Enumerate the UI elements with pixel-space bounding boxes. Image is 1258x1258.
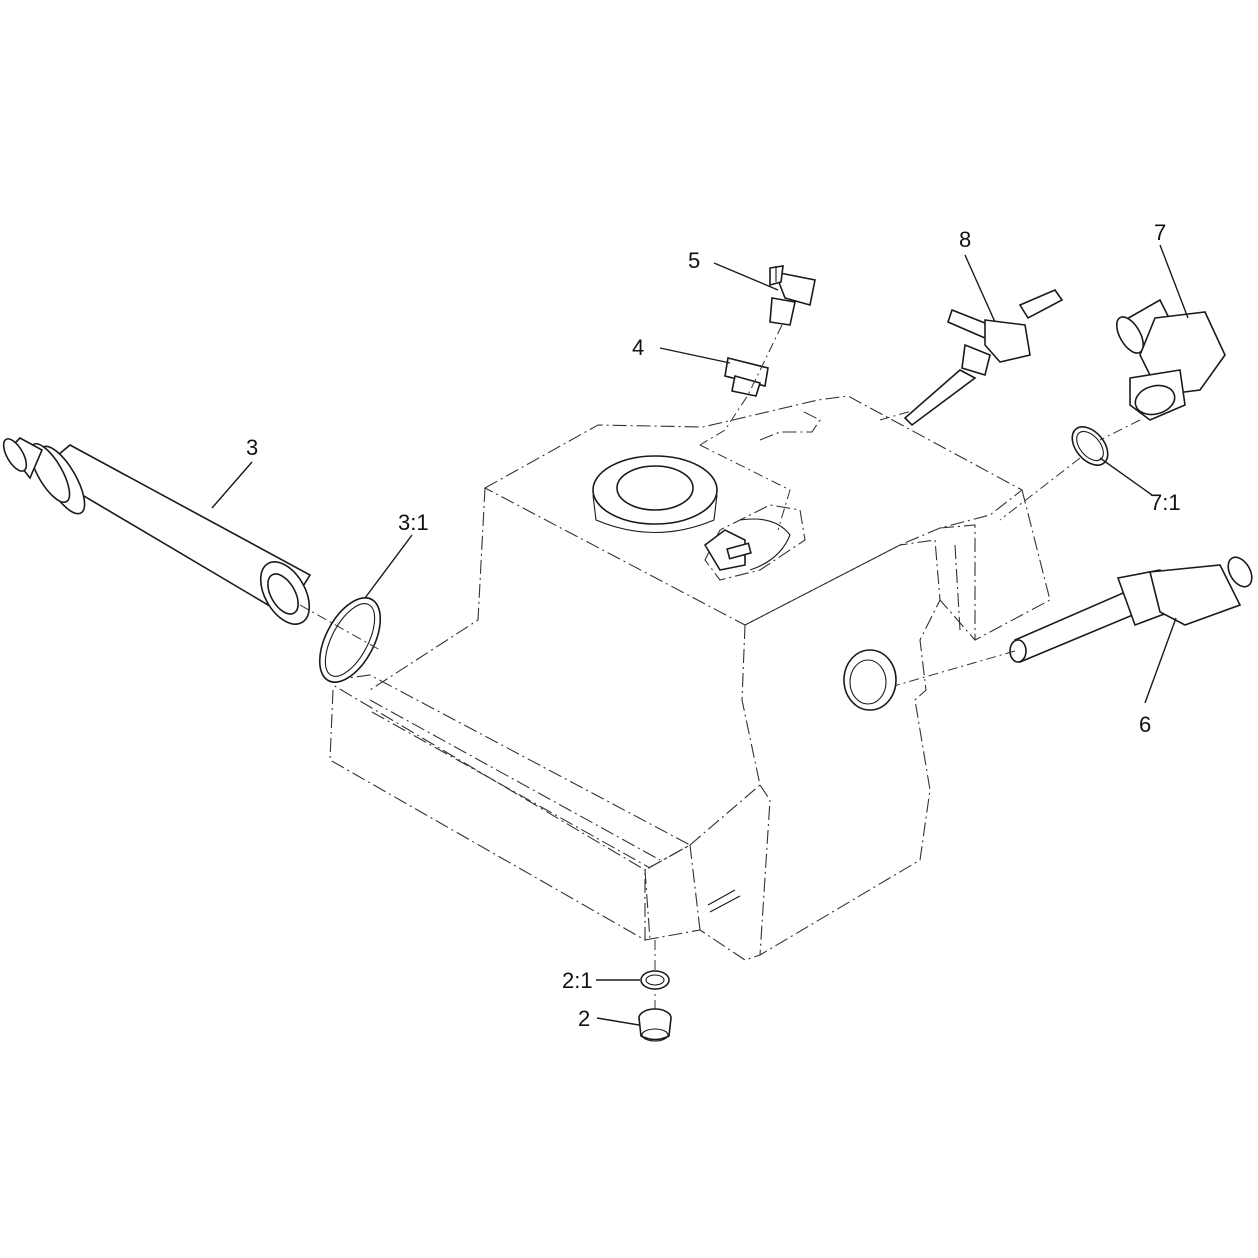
part-8-tee bbox=[903, 289, 1064, 427]
callout-6: 6 bbox=[1139, 712, 1151, 737]
callout-labels: 5 4 8 7 3 3:1 7:1 6 2:1 2 bbox=[246, 220, 1181, 1031]
callout-5: 5 bbox=[688, 248, 700, 273]
filler-neck bbox=[592, 455, 718, 534]
callout-2: 2 bbox=[578, 1006, 590, 1031]
part-5-elbow bbox=[769, 265, 816, 326]
part-2-drain-plug bbox=[638, 1008, 672, 1042]
callout-4: 4 bbox=[632, 335, 644, 360]
part-7-1-o-ring bbox=[1071, 426, 1109, 466]
callout-8: 8 bbox=[959, 227, 971, 252]
part-2-1-o-ring bbox=[640, 970, 670, 990]
part-6-pickup bbox=[1009, 556, 1253, 664]
part-4-grommet bbox=[724, 357, 769, 397]
callout-2-1: 2:1 bbox=[562, 968, 593, 993]
callout-7: 7 bbox=[1154, 220, 1166, 245]
vent-fitting-installed bbox=[703, 518, 791, 571]
leader-lines bbox=[211, 244, 1189, 1026]
callout-3: 3 bbox=[246, 435, 258, 460]
part-3-1-o-ring bbox=[299, 597, 382, 683]
fuel-tank-outline bbox=[329, 395, 1051, 961]
tank-side-port bbox=[843, 649, 897, 711]
part-3-tube bbox=[2, 437, 312, 625]
callout-3-1: 3:1 bbox=[398, 510, 429, 535]
callout-7-1: 7:1 bbox=[1150, 490, 1181, 515]
part-7-elbow bbox=[1115, 298, 1226, 421]
